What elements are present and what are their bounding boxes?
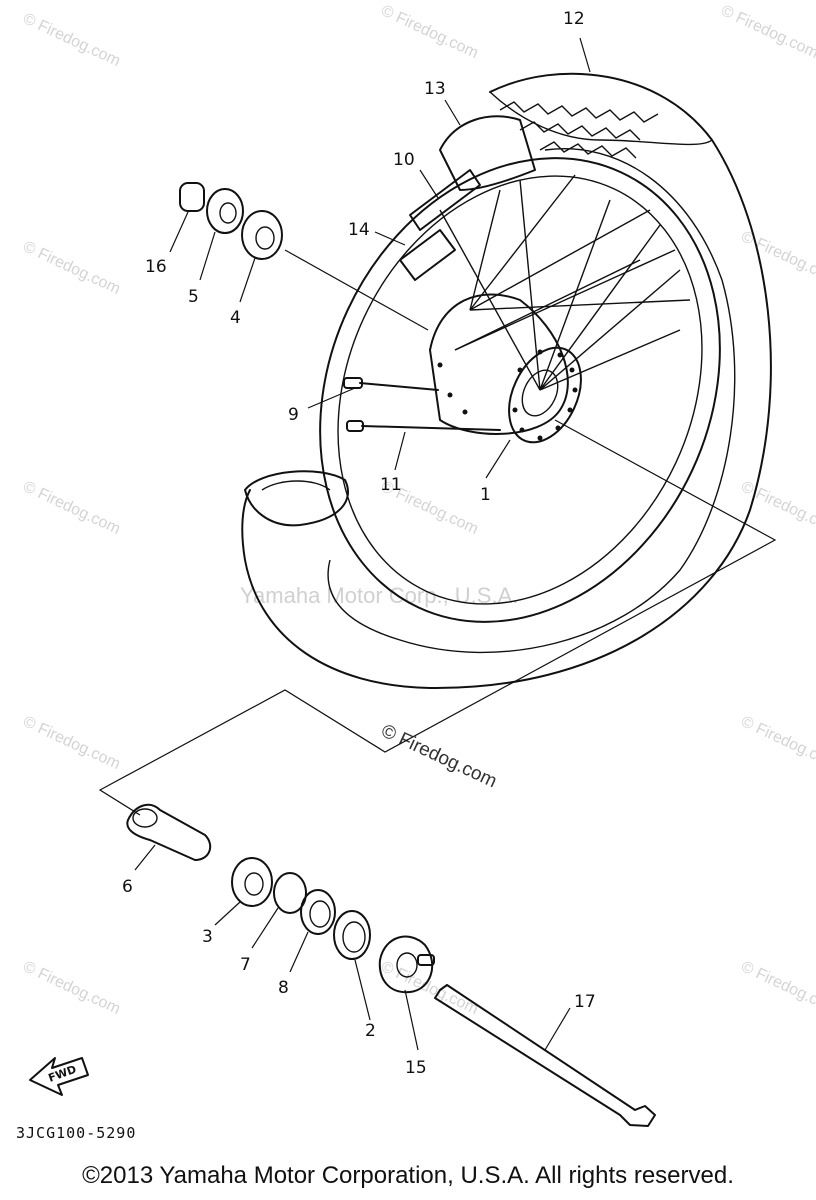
spacer-16	[179, 182, 205, 212]
watermark-text: © Firedog.com	[738, 228, 816, 288]
spokes	[439, 174, 691, 391]
watermark-text: © Firedog.com	[20, 10, 122, 70]
axle-17	[434, 984, 656, 1127]
leader-lines	[134, 37, 591, 1051]
part-label-9: 9	[288, 405, 299, 425]
exploded-axis	[98, 419, 777, 816]
part-label-6: 6	[122, 877, 133, 897]
part-label-3: 3	[202, 927, 213, 947]
hub-holes	[437, 349, 578, 441]
part-label-17: 17	[574, 992, 596, 1012]
nipple-9	[343, 377, 363, 389]
tire-section	[244, 470, 349, 527]
part-label-16: 16	[145, 257, 167, 277]
part-label-13: 13	[424, 79, 446, 99]
watermark-text: © Firedog.com	[378, 2, 480, 62]
seal-2	[333, 910, 371, 960]
fwd-label: FWD	[47, 1063, 78, 1085]
watermark-layer: © Firedog.com © Firedog.com © Firedog.co…	[20, 2, 816, 1018]
part-label-4: 4	[230, 308, 241, 328]
part-label-8: 8	[278, 978, 289, 998]
tube	[439, 115, 536, 191]
bearing-4	[241, 210, 283, 260]
rim-outer	[319, 157, 721, 623]
watermark-text: © Firedog.com	[738, 713, 816, 773]
part-label-5: 5	[188, 287, 199, 307]
left-bearing-group	[179, 182, 429, 331]
retainer-7	[273, 872, 307, 914]
watermark-text: © Firedog.com	[20, 478, 122, 538]
part-label-12: 12	[563, 9, 585, 29]
watermark-text: © Firedog.com	[20, 958, 122, 1018]
part-label-7: 7	[240, 955, 251, 975]
fwd-arrow-icon: FWD	[29, 1057, 89, 1096]
part-label-15: 15	[405, 1058, 427, 1078]
part-label-2: 2	[365, 1021, 376, 1041]
part-label-14: 14	[348, 220, 370, 240]
tire-inner-wall	[327, 148, 736, 654]
hub-bearing-bore	[521, 369, 559, 417]
collar-8	[300, 889, 336, 935]
valve-stem	[399, 229, 456, 281]
collar-6	[126, 803, 212, 861]
spoke-9	[359, 382, 439, 391]
watermark-text: © Firedog.com	[738, 958, 816, 1018]
tire-tread	[489, 91, 713, 159]
part-label-11: 11	[380, 475, 402, 495]
rim-band	[409, 169, 481, 231]
wheel-assembly	[241, 72, 772, 690]
hub-flange	[508, 346, 582, 444]
spoke-11	[361, 425, 501, 431]
watermark-text: © Firedog.com	[378, 958, 480, 1018]
part-label-1: 1	[480, 485, 491, 505]
seal-5	[206, 188, 244, 234]
watermark-text: © Firedog.com	[20, 238, 122, 298]
watermark-text: © Firedog.com	[20, 713, 122, 773]
rim-inner	[337, 175, 703, 605]
gear-unit-15	[378, 935, 434, 994]
watermark-strong: © Firedog.com	[378, 720, 500, 792]
part-label-10: 10	[393, 150, 415, 170]
nipple-11	[346, 420, 364, 432]
hub-body	[429, 293, 569, 435]
bearing-3	[231, 857, 273, 907]
copyright-notice: ©2013 Yamaha Motor Corporation, U.S.A. A…	[82, 1162, 734, 1189]
tire-outline	[241, 72, 772, 690]
watermark-text: © Firedog.com	[718, 2, 816, 62]
diagram-code: 3JCG100-5290	[16, 1124, 137, 1142]
lower-parts	[126, 803, 656, 1127]
